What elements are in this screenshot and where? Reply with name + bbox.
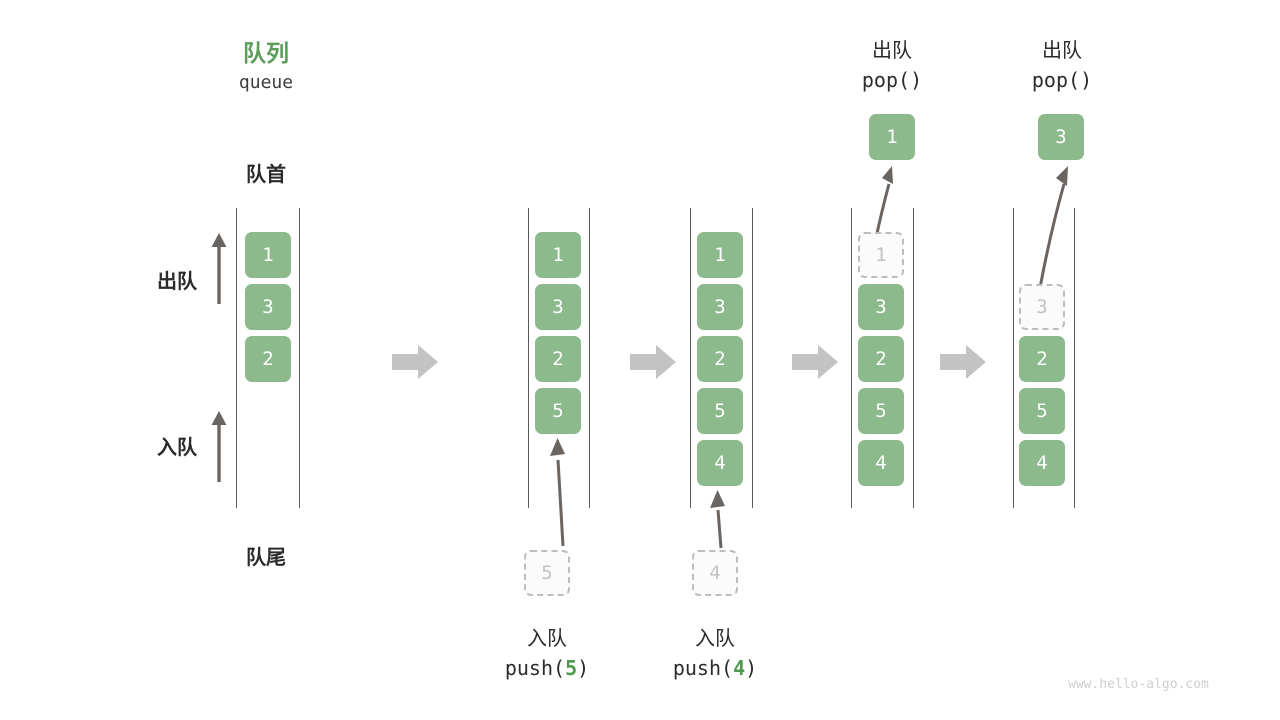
- incoming-element-ghost: 4: [692, 550, 738, 596]
- step-arrow-icon: [392, 343, 440, 381]
- popped-element: 3: [1038, 114, 1084, 160]
- queue-rail-left: [236, 208, 237, 508]
- push-label-code: push(4): [672, 656, 758, 680]
- queue-cell: 2: [858, 336, 904, 382]
- queue-title-cn: 队列: [243, 40, 289, 66]
- queue-cell: 5: [697, 388, 743, 434]
- step-arrow-icon: [792, 343, 840, 381]
- queue-title-en: queue: [238, 72, 294, 93]
- incoming-element-ghost: 5: [524, 550, 570, 596]
- pop-label-code: pop(): [861, 68, 923, 92]
- pop-arrow-icon: [858, 162, 902, 240]
- step-arrow-icon: [940, 343, 988, 381]
- queue-cell: 5: [858, 388, 904, 434]
- queue-cell: 5: [1019, 388, 1065, 434]
- queue-cell: 5: [535, 388, 581, 434]
- enqueue-direction-arrow-icon: [206, 406, 232, 484]
- queue-rail-left: [690, 208, 691, 508]
- dequeue-direction-arrow-icon: [206, 228, 232, 306]
- push-arrow-icon: [697, 486, 733, 550]
- pop-label-code: pop(): [1031, 68, 1093, 92]
- front-label: 队首: [246, 164, 286, 186]
- queue-cell: 1: [697, 232, 743, 278]
- step-arrow-icon: [630, 343, 678, 381]
- queue-cell: 4: [858, 440, 904, 486]
- queue-cell: 3: [245, 284, 291, 330]
- queue-cell: 4: [697, 440, 743, 486]
- queue-rail-left: [528, 208, 529, 508]
- push-label-cn: 入队: [527, 628, 567, 650]
- pop-label-cn: 出队: [1042, 40, 1082, 62]
- push-label-cn: 入队: [695, 628, 735, 650]
- queue-cell: 2: [245, 336, 291, 382]
- queue-rail-right: [299, 208, 300, 508]
- dequeue-axis-label: 出队: [157, 271, 197, 293]
- queue-cell: 3: [535, 284, 581, 330]
- queue-rail-right: [752, 208, 753, 508]
- popped-element: 1: [869, 114, 915, 160]
- queue-cell: 3: [697, 284, 743, 330]
- queue-cell-ghost: 3: [1019, 284, 1065, 330]
- pop-label-cn: 出队: [872, 40, 912, 62]
- pop-arrow-icon: [1020, 162, 1076, 290]
- queue-rail-left: [1013, 208, 1014, 508]
- queue-cell: 3: [858, 284, 904, 330]
- queue-cell: 2: [535, 336, 581, 382]
- queue-cell: 4: [1019, 440, 1065, 486]
- push-label-code: push(5): [504, 656, 590, 680]
- queue-cell: 2: [1019, 336, 1065, 382]
- queue-cell: 2: [697, 336, 743, 382]
- enqueue-axis-label: 入队: [157, 437, 197, 459]
- push-arrow-icon: [535, 432, 571, 550]
- queue-rail-left: [851, 208, 852, 508]
- queue-rail-right: [1074, 208, 1075, 508]
- queue-cell: 1: [535, 232, 581, 278]
- queue-cell-ghost: 1: [858, 232, 904, 278]
- queue-rail-right: [913, 208, 914, 508]
- rear-label: 队尾: [246, 547, 286, 569]
- queue-rail-right: [589, 208, 590, 508]
- queue-cell: 1: [245, 232, 291, 278]
- watermark: www.hello-algo.com: [1068, 677, 1209, 692]
